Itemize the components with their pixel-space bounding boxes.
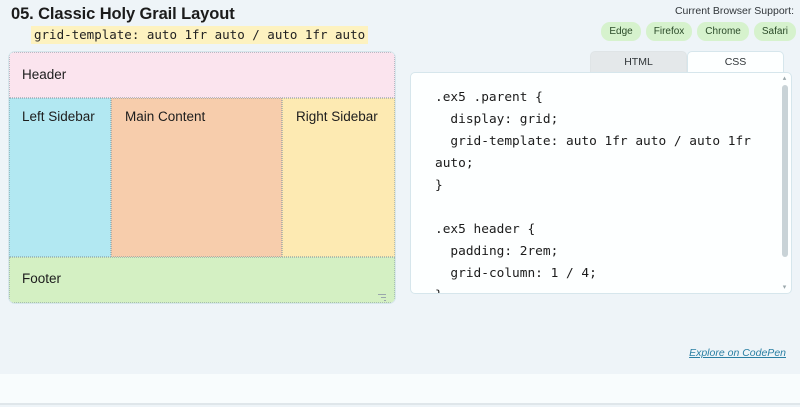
grid-cell-left-sidebar: Left Sidebar <box>9 98 111 257</box>
badge-edge: Edge <box>601 22 641 41</box>
tab-html[interactable]: HTML <box>590 51 687 72</box>
code-scrollbar[interactable]: ▴ ▾ <box>779 74 790 292</box>
page-title: 05. Classic Holy Grail Layout <box>11 5 235 23</box>
title-block: 05. Classic Holy Grail Layout grid-templ… <box>9 4 569 44</box>
scroll-up-icon[interactable]: ▴ <box>782 75 787 82</box>
page-root: 05. Classic Holy Grail Layout grid-templ… <box>8 4 796 359</box>
code-panel: HTML CSS .ex5 .parent { display: grid; g… <box>410 51 792 359</box>
browser-support-badges: Edge Firefox Chrome Safari <box>601 22 796 41</box>
resize-handle-icon[interactable] <box>377 292 386 301</box>
explore-on-codepen-link[interactable]: Explore on CodePen <box>689 347 786 359</box>
grid-cell-right-sidebar: Right Sidebar <box>282 98 395 257</box>
inline-code-wrap: grid-template: auto 1fr auto / auto 1fr … <box>9 26 569 44</box>
code-content: .ex5 .parent { display: grid; grid-templ… <box>435 90 751 293</box>
code-tabs: HTML CSS <box>410 51 792 72</box>
badge-chrome: Chrome <box>697 22 749 41</box>
scrollbar-thumb[interactable] <box>781 85 788 257</box>
browser-support-label: Current Browser Support: <box>674 5 794 17</box>
badge-firefox: Firefox <box>645 22 693 41</box>
grid-cell-main-content: Main Content <box>111 98 282 257</box>
grid-cell-footer: Footer <box>9 257 395 303</box>
grid-cell-header: Header <box>9 52 395 98</box>
grid-template-snippet: grid-template: auto 1fr auto / auto 1fr … <box>31 26 369 44</box>
page-bottom-strip <box>0 374 800 405</box>
tab-css[interactable]: CSS <box>687 51 784 72</box>
scroll-down-icon[interactable]: ▾ <box>782 284 787 291</box>
code-area[interactable]: .ex5 .parent { display: grid; grid-templ… <box>410 72 792 294</box>
browser-support-block: Current Browser Support: Edge Firefox Ch… <box>601 4 796 41</box>
grid-demo-box[interactable]: Header Left Sidebar Main Content Right S… <box>8 51 396 304</box>
badge-safari: Safari <box>753 22 796 41</box>
